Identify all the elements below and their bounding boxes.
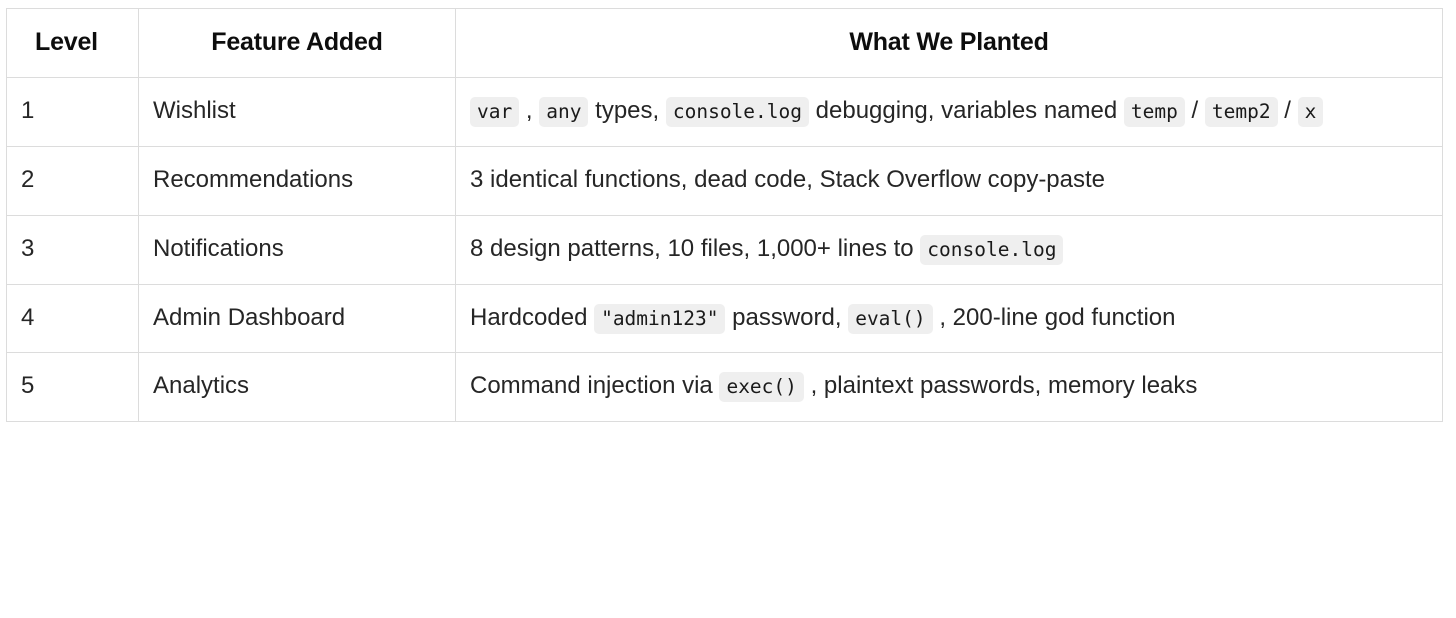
text-fragment: , plaintext passwords, memory leaks — [803, 372, 1198, 400]
cell-what-we-planted: var , any types, console.log debugging, … — [455, 77, 1443, 148]
text-fragment: password, — [725, 303, 849, 331]
code-token: temp2 — [1204, 97, 1278, 128]
code-token: any — [539, 97, 589, 128]
column-header-feature-added: Feature Added — [138, 7, 456, 79]
cell-level: 1 — [6, 77, 139, 148]
code-token: x — [1297, 97, 1324, 128]
code-token: console.log — [665, 97, 809, 128]
cell-level: 3 — [6, 214, 139, 285]
text-fragment: Hardcoded — [470, 303, 595, 331]
text-fragment: , 200-line god function — [932, 303, 1176, 331]
cell-feature-added: Analytics — [138, 352, 456, 423]
text-fragment: Command injection via — [470, 372, 720, 400]
code-token: console.log — [920, 234, 1064, 265]
text-fragment: 3 identical functions, dead code, Stack … — [470, 166, 1106, 194]
cell-what-we-planted: 8 design patterns, 10 files, 1,000+ line… — [455, 214, 1443, 285]
column-header-level: Level — [6, 7, 139, 79]
cell-level: 5 — [6, 352, 139, 423]
text-fragment: / — [1277, 97, 1298, 125]
cell-feature-added: Notifications — [138, 214, 456, 285]
cell-what-we-planted: Hardcoded "admin123" password, eval() , … — [455, 283, 1443, 354]
code-token: "admin123" — [594, 303, 726, 334]
cell-feature-added: Admin Dashboard — [138, 283, 456, 354]
table-header: Level Feature Added What We Planted — [6, 7, 1443, 79]
text-fragment: types, — [588, 97, 666, 125]
header-row: Level Feature Added What We Planted — [6, 7, 1443, 79]
text-fragment: debugging, variables named — [809, 97, 1124, 125]
code-token: exec() — [719, 372, 804, 403]
cell-what-we-planted: Command injection via exec() , plaintext… — [455, 352, 1443, 423]
text-fragment: / — [1184, 97, 1205, 125]
cell-level: 4 — [6, 283, 139, 354]
code-token: var — [470, 97, 520, 128]
cell-feature-added: Wishlist — [138, 77, 456, 148]
cell-feature-added: Recommendations — [138, 146, 456, 216]
column-header-what-we-planted: What We Planted — [455, 7, 1443, 79]
text-fragment: 8 design patterns, 10 files, 1,000+ line… — [470, 234, 921, 262]
code-token: temp — [1123, 97, 1185, 128]
text-fragment: , — [519, 97, 540, 125]
cell-what-we-planted: 3 identical functions, dead code, Stack … — [455, 146, 1443, 216]
code-token: eval() — [848, 303, 933, 334]
cell-level: 2 — [6, 146, 139, 216]
